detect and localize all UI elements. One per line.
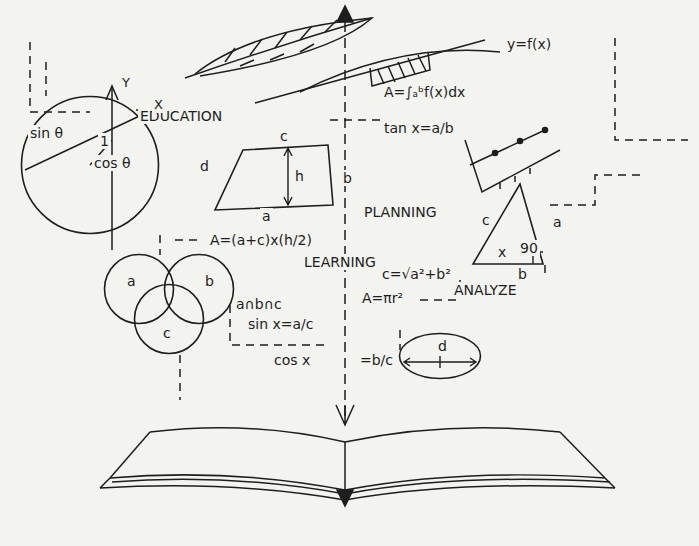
math-label: LEARNING bbox=[302, 254, 378, 270]
math-label: cos x bbox=[272, 352, 312, 368]
math-label: A=πr² bbox=[360, 290, 405, 306]
shape-label: c bbox=[480, 212, 492, 228]
math-label: tan x=a/b bbox=[382, 120, 456, 136]
shape-label: x bbox=[496, 244, 508, 260]
shape-label: c bbox=[161, 325, 173, 341]
dashed-guide bbox=[30, 38, 688, 400]
shape-label: d bbox=[436, 338, 449, 354]
shape-label: cos θ bbox=[92, 155, 133, 171]
shape-label: 1 bbox=[98, 133, 111, 149]
shape-label: b bbox=[341, 170, 354, 186]
math-label: A=∫ₐᵇf(x)dx bbox=[382, 84, 467, 100]
integral-graph bbox=[255, 40, 500, 103]
venn-circle: b bbox=[163, 253, 235, 325]
math-label: PLANNING bbox=[362, 204, 439, 220]
right-triangle: cx 90 b a bbox=[458, 174, 570, 286]
open-book bbox=[100, 428, 615, 506]
math-label: A=(a+c)x(h/2) bbox=[208, 232, 314, 248]
shape-label: c bbox=[278, 128, 290, 144]
math-label: Y bbox=[120, 76, 132, 91]
math-label: EDUCATION bbox=[138, 108, 224, 124]
tan-graph bbox=[465, 128, 560, 193]
math-label: c=√a²+b² bbox=[380, 266, 453, 282]
math-label: a∩b∩c bbox=[234, 296, 284, 312]
trapezoid: c h a d b bbox=[198, 128, 360, 226]
shape-label: sin θ bbox=[28, 125, 65, 141]
venn-circle-outline bbox=[163, 253, 235, 325]
shape-label: 90 bbox=[518, 240, 540, 256]
shape-label: b bbox=[203, 273, 216, 289]
arrow-head bbox=[337, 6, 353, 22]
math-label: X bbox=[152, 98, 165, 113]
small-circle: d bbox=[398, 332, 482, 380]
shape-label: d bbox=[198, 158, 211, 174]
central-arrow bbox=[344, 22, 346, 418]
shape-label: b bbox=[516, 266, 529, 282]
shape-label: a bbox=[260, 208, 273, 224]
shape-label: a bbox=[125, 273, 138, 289]
math-label: y=f(x) bbox=[505, 36, 553, 52]
arrow-head bbox=[336, 405, 354, 425]
venn-circle-outline bbox=[133, 283, 205, 355]
math-label: ANALYZE bbox=[452, 282, 519, 298]
math-label: sin x=a/c bbox=[246, 316, 316, 332]
math-label: =b/c bbox=[358, 352, 395, 368]
shape-label: a bbox=[551, 214, 564, 230]
venn-circle: c bbox=[133, 283, 205, 355]
shape-label: h bbox=[293, 168, 306, 184]
feather bbox=[185, 18, 372, 78]
